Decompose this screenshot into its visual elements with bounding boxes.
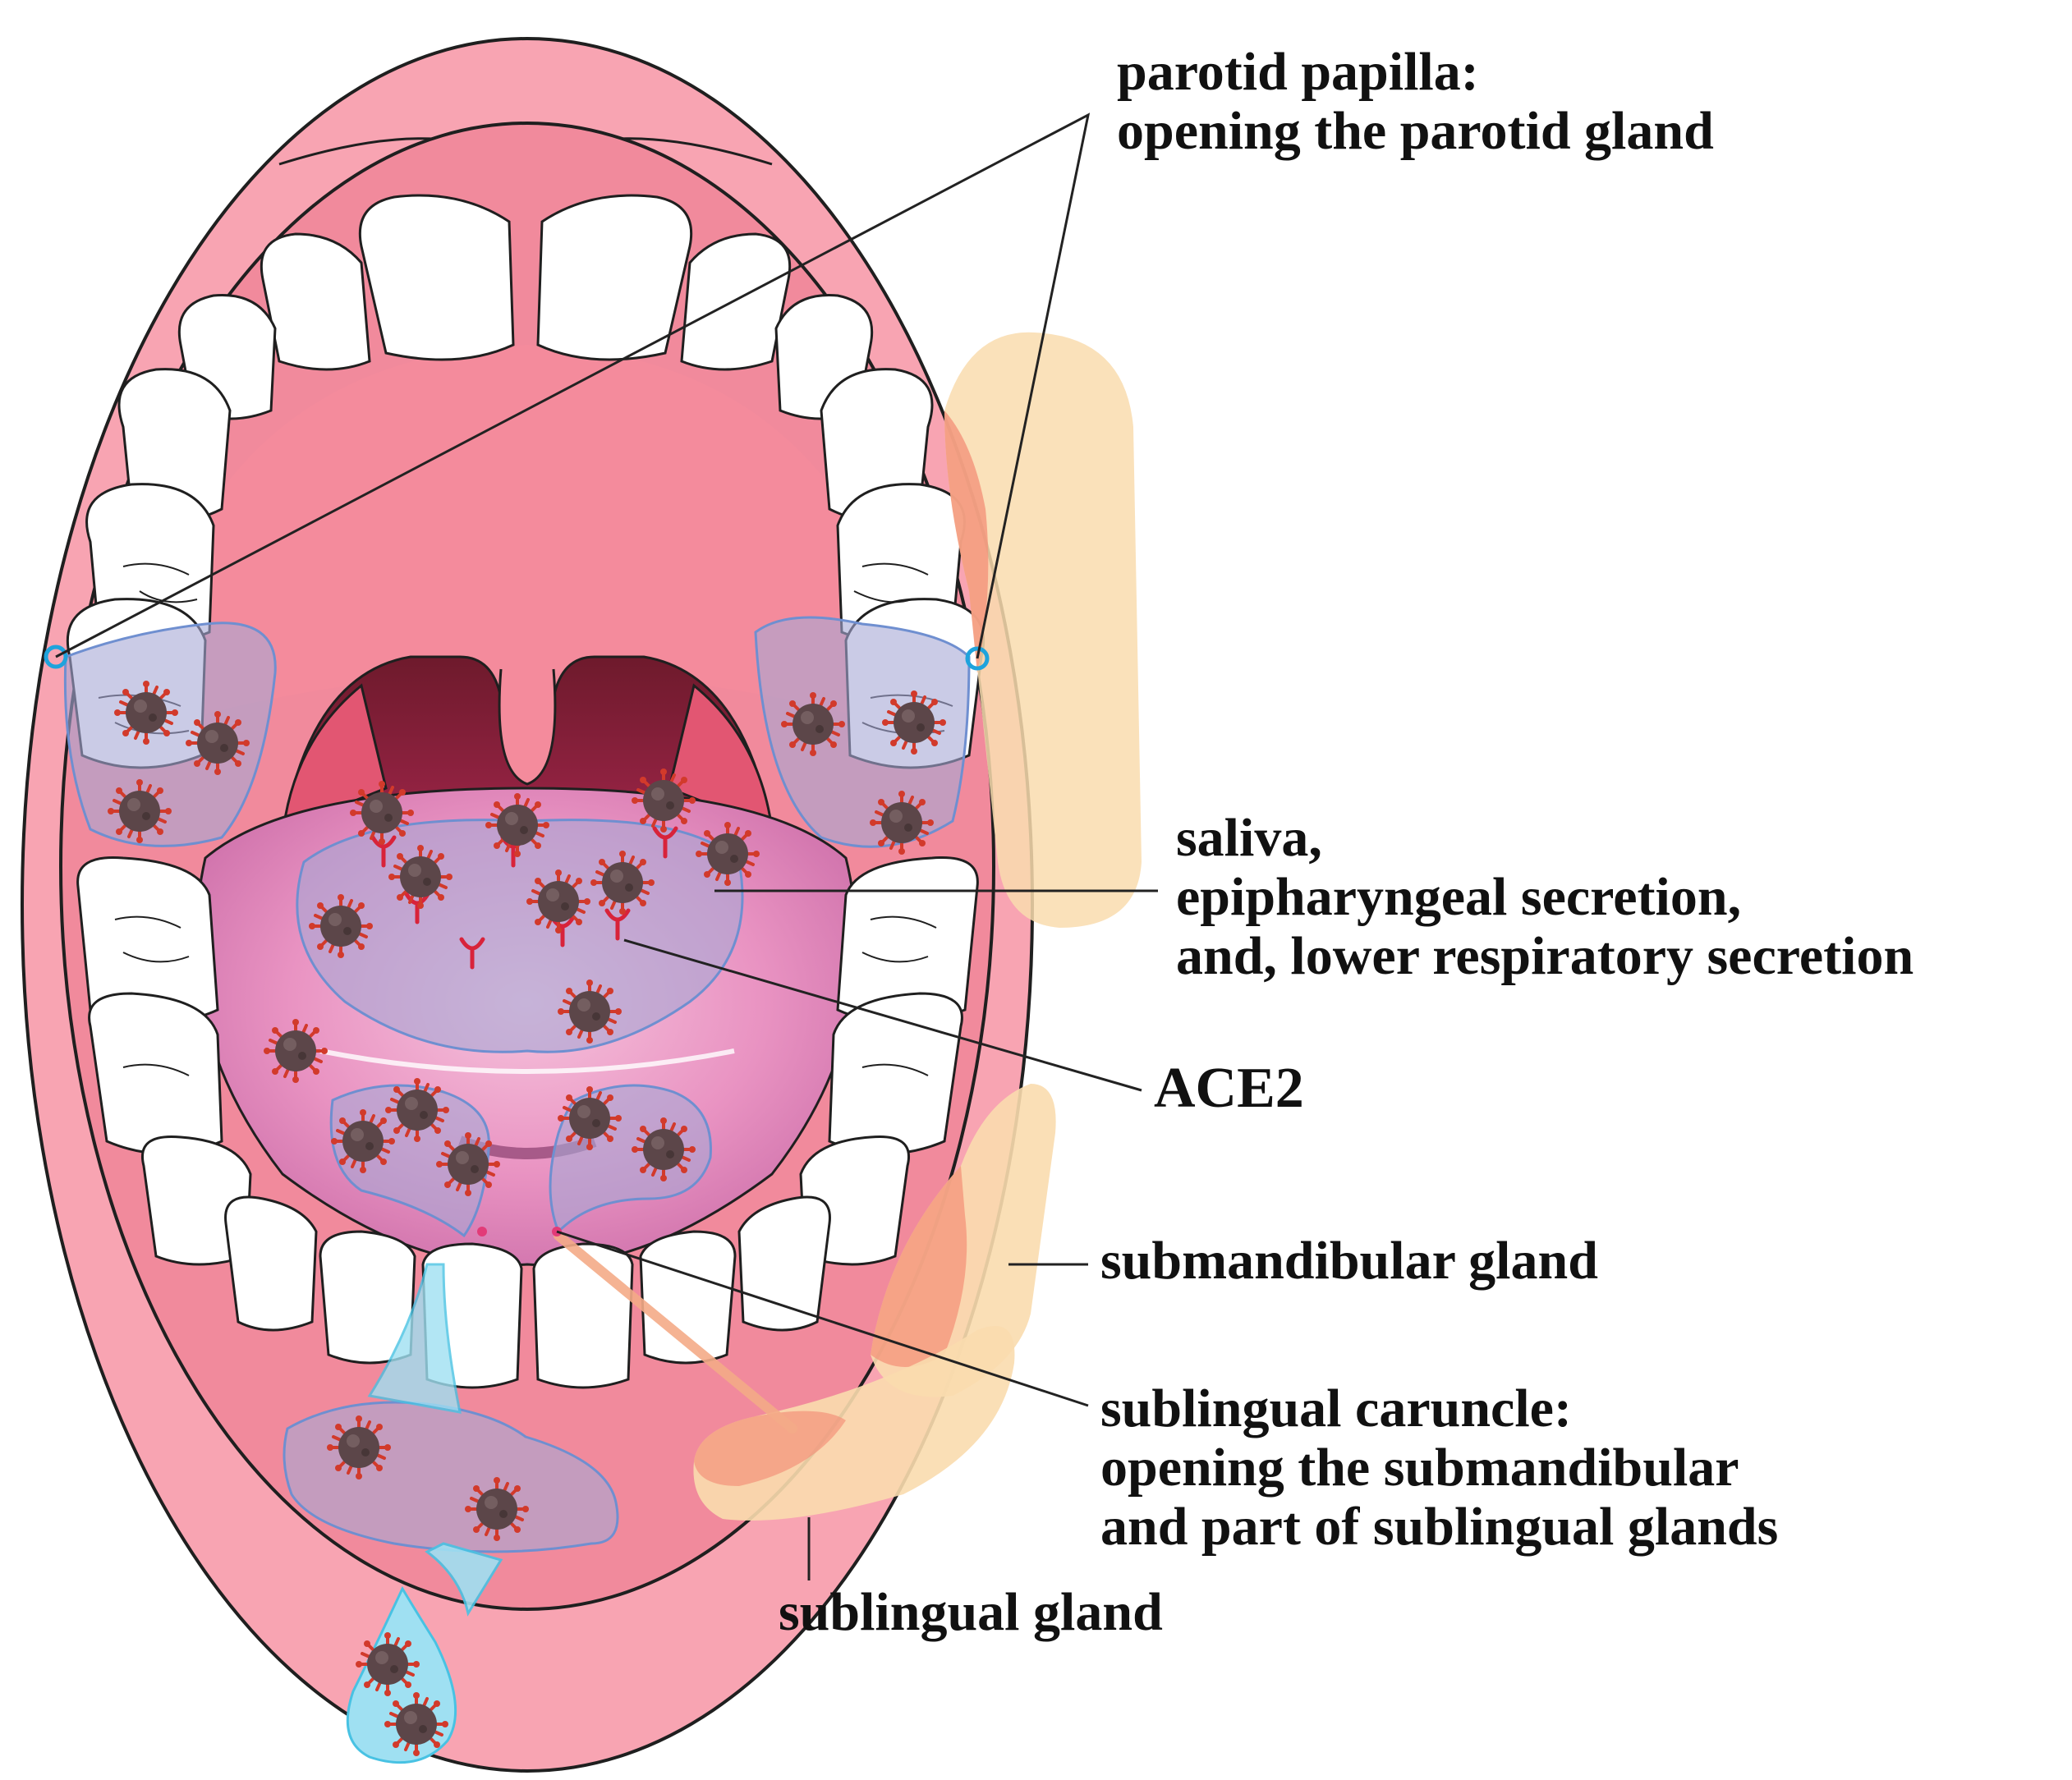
virus-icon — [880, 689, 948, 756]
virus-icon — [556, 1085, 623, 1152]
virus-icon — [463, 1475, 531, 1543]
virus-icon — [694, 820, 761, 888]
parotid-papilla-label: parotid papilla: opening the parotid gla… — [1117, 43, 1714, 161]
submandibular-duct — [554, 1231, 797, 1434]
tooth-icon — [737, 1195, 831, 1332]
caruncle-leader — [556, 1230, 1089, 1407]
tooth-icon — [319, 1230, 416, 1365]
submandibular-gland-label: submandibular gland — [1100, 1231, 1598, 1291]
duct-opening-icon — [44, 645, 68, 669]
sublingual-gland-label: sublingual gland — [779, 1582, 1163, 1642]
sublingual-overlap — [694, 1411, 846, 1486]
tooth-icon — [141, 1135, 252, 1266]
virus-icon — [307, 892, 374, 960]
duct-opening-icon — [965, 646, 990, 671]
tooth-icon — [224, 1195, 318, 1332]
tooth-icon — [88, 992, 223, 1155]
buccal-pool-right — [754, 616, 971, 848]
virus-icon — [556, 978, 623, 1045]
virus-icon — [779, 690, 847, 758]
saliva-label-line3: and, lower respiratory secretion — [1176, 926, 1914, 986]
ace2-leader — [623, 938, 1142, 1092]
virus-icon — [329, 1108, 397, 1175]
tooth-icon — [828, 992, 963, 1155]
lower-molar-crease-lines — [114, 915, 937, 1076]
caruncle-label-line1: sublingual caruncle: — [1100, 1379, 1572, 1438]
tooth-icon — [358, 194, 515, 361]
tooth-icon — [680, 232, 792, 371]
parotid-gland — [944, 332, 1142, 928]
tooth-icon — [260, 232, 371, 371]
tonsil-right — [668, 683, 774, 832]
leader-lines — [55, 112, 1158, 1580]
parotid-label-line2: opening the parotid gland — [1117, 101, 1714, 161]
tooth-icon — [536, 194, 693, 361]
tooth-icon — [639, 1230, 737, 1365]
caruncle-label-line2: opening the submandibular — [1100, 1438, 1739, 1498]
uvula — [498, 668, 557, 786]
lower-teeth — [76, 856, 979, 1389]
virus-icon — [868, 789, 935, 856]
parotid-overlap — [944, 411, 989, 673]
caruncle-label-line3: and part of sublingual glands — [1100, 1497, 1779, 1557]
sublingual-caruncle-label: sublingual caruncle: opening the submand… — [1100, 1379, 1778, 1557]
virus-icon — [184, 709, 251, 777]
virus-icon — [325, 1414, 393, 1481]
saliva-label-line1: saliva, — [1176, 808, 1322, 868]
parotid-label-line1: parotid papilla: — [1117, 42, 1479, 102]
virus-icon — [113, 679, 180, 746]
virus-icon — [106, 778, 173, 845]
virus-icon — [484, 791, 551, 859]
saliva-stream — [367, 1263, 462, 1414]
ace2-label: ACE2 — [1154, 1057, 1304, 1120]
virus-icon — [525, 868, 592, 935]
virus-icon — [348, 779, 416, 846]
submandibular-overlap — [871, 1166, 967, 1367]
virus-icon — [589, 849, 656, 916]
tongue-highlight — [319, 1048, 735, 1074]
virus-icon — [384, 1076, 451, 1144]
virus-icon — [383, 1691, 450, 1758]
virus-icon — [262, 1017, 329, 1085]
saliva-label-line2: epipharyngeal secretion, — [1176, 867, 1742, 927]
virus-icon — [354, 1631, 421, 1698]
virus-icon — [630, 767, 697, 834]
virus-icon — [387, 843, 454, 911]
virus-icon — [630, 1116, 697, 1183]
parotid-leader — [55, 112, 1091, 659]
saliva-label: saliva, epipharyngeal secretion, and, lo… — [1176, 809, 1913, 986]
tooth-icon — [532, 1242, 634, 1389]
duct-opening-icon — [477, 1227, 487, 1236]
saliva-drip — [425, 1542, 503, 1617]
virus-icon — [434, 1131, 502, 1198]
palate — [172, 345, 883, 723]
molar-crease-lines — [98, 562, 953, 735]
